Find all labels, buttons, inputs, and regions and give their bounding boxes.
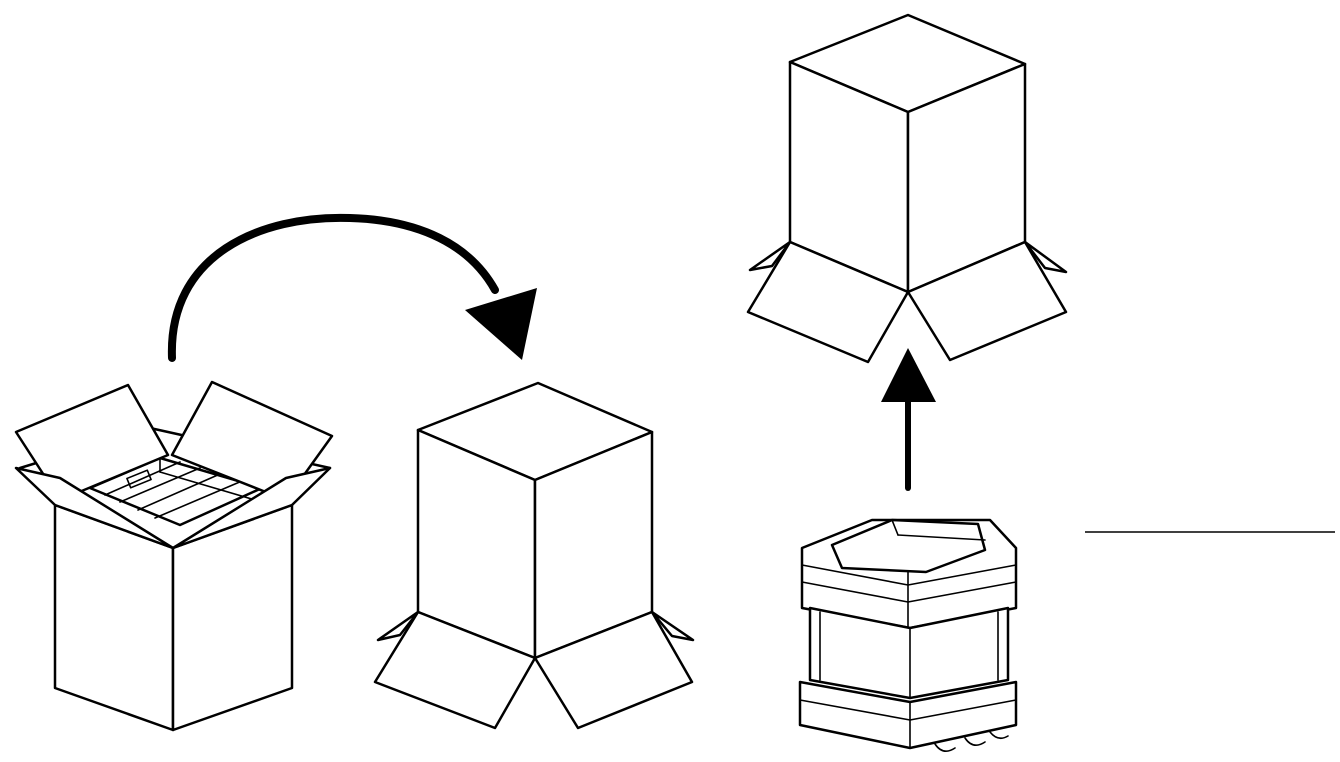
- inverted-box-middle: [373, 381, 695, 730]
- foam-packed-product: [798, 518, 1018, 752]
- curved-arrow-icon: [167, 213, 537, 362]
- lifted-box-flap-left: [746, 240, 910, 364]
- inverted-box-flap-right: [533, 610, 694, 730]
- open-box-with-contents: [14, 380, 334, 732]
- up-arrow-icon: [881, 348, 936, 491]
- open-box-flap-front-right: [171, 466, 332, 550]
- lifted-box-flap-right: [906, 240, 1068, 362]
- open-box-flap-back-right: [170, 380, 334, 502]
- lifted-box: [746, 13, 1068, 364]
- inverted-box-flap-left: [373, 610, 537, 730]
